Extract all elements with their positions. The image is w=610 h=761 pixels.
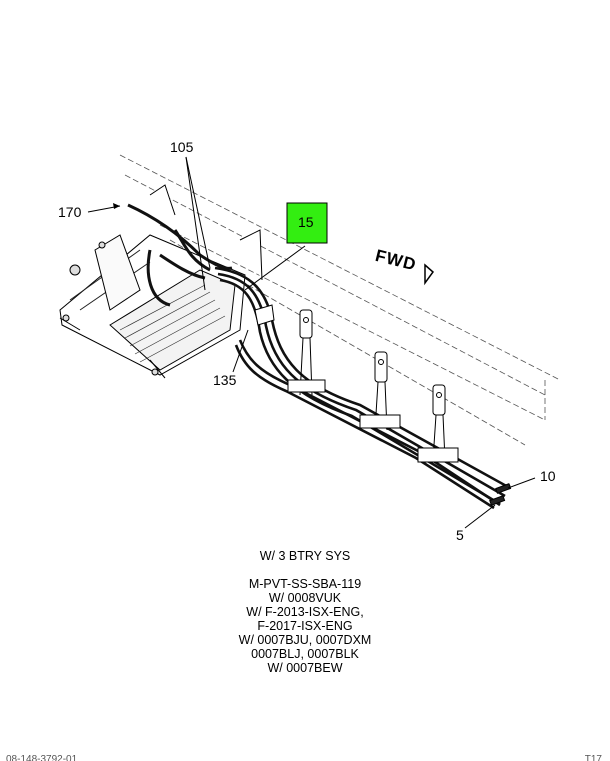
leader-170-arrow <box>113 203 120 209</box>
callout-10[interactable]: 10 <box>540 468 556 484</box>
fwd-arrow-icon <box>424 263 435 286</box>
note-line: M-PVT-SS-SBA-119 <box>248 577 362 591</box>
note-line: W/ 0007BEW <box>267 661 343 675</box>
callout-105[interactable]: 105 <box>170 139 194 155</box>
bracket-2 <box>359 351 401 431</box>
leader-15 <box>244 245 306 291</box>
highlight-callout-box <box>286 202 328 244</box>
leader-5 <box>464 504 496 529</box>
leader-105 <box>185 156 211 269</box>
footer-page-code: T17 <box>584 755 602 761</box>
note-line: W/ 0007BJU, 0007DXM <box>238 633 372 647</box>
notes-heading: W/ 3 BTRY SYS <box>259 549 351 563</box>
cable-bundle <box>214 266 511 510</box>
bracket-1 <box>287 309 326 396</box>
note-line: F-2017-ISX-ENG <box>257 619 353 633</box>
bracket-3 <box>417 384 459 463</box>
callout-15[interactable]: 15 <box>298 214 314 230</box>
leader-10 <box>507 477 536 489</box>
application-notes: W/ 3 BTRY SYS M-PVT-SS-SBA-119 W/ 0008VU… <box>190 549 420 675</box>
cable-brackets <box>254 304 459 463</box>
footer-drawing-number: 08-148-3792-01 <box>6 755 78 761</box>
callout-5[interactable]: 5 <box>456 527 464 543</box>
callout-135[interactable]: 135 <box>213 372 237 388</box>
note-line: W/ 0008VUK <box>268 591 342 605</box>
bundle-clip <box>254 304 275 326</box>
callout-170[interactable]: 170 <box>58 204 82 220</box>
cable-ends <box>489 483 512 506</box>
leader-105b <box>185 156 206 291</box>
notes-spacer <box>190 563 420 577</box>
battery-box <box>59 184 263 379</box>
note-line: 0007BLJ, 0007BLK <box>251 647 359 661</box>
note-line: W/ F-2013-ISX-ENG, <box>246 605 364 619</box>
leader-135 <box>232 329 249 373</box>
